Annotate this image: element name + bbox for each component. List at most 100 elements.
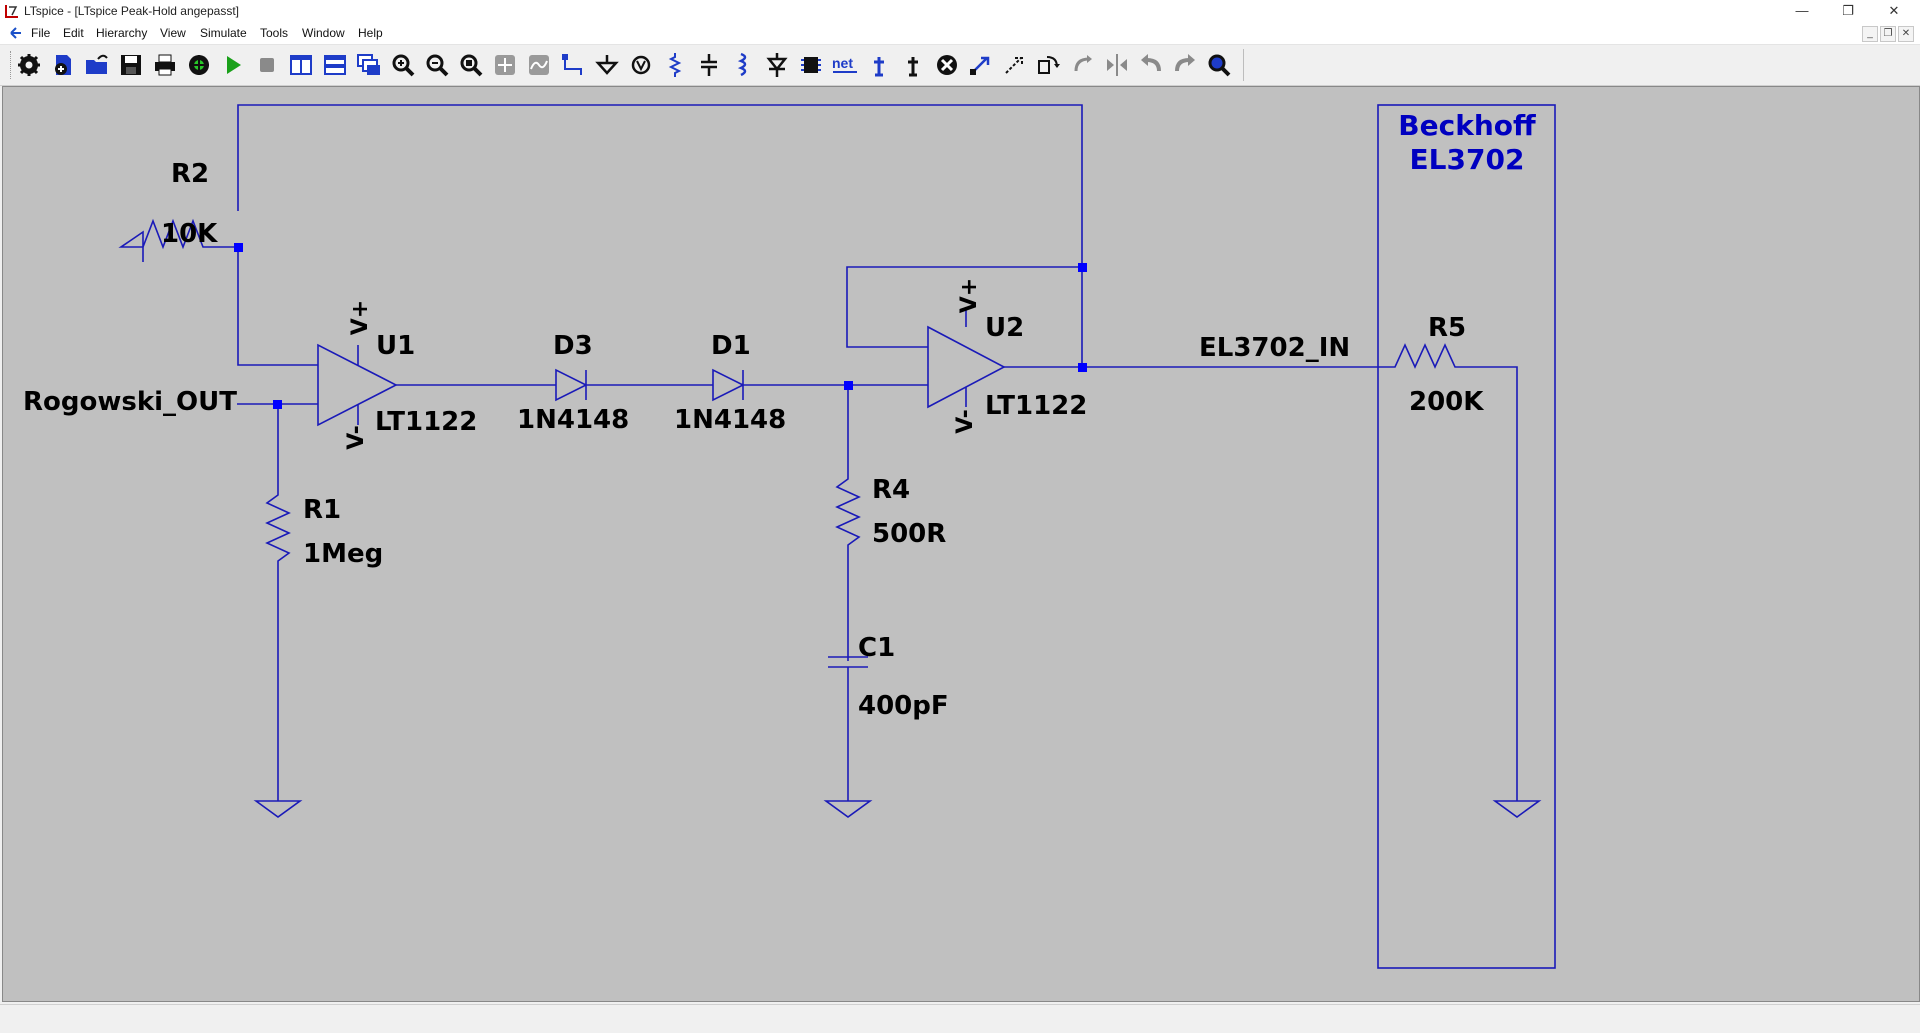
r2-ground-arrow bbox=[118, 230, 144, 262]
d1-diode bbox=[712, 368, 745, 402]
u2-name: U2 bbox=[985, 313, 1025, 343]
c1-ground-symbol bbox=[823, 800, 873, 818]
tile-horizontal-icon[interactable] bbox=[321, 51, 349, 79]
u1-name: U1 bbox=[376, 331, 416, 361]
d3-name: D3 bbox=[553, 331, 593, 361]
pan-icon[interactable] bbox=[491, 51, 519, 79]
net-label-icon[interactable]: net bbox=[831, 51, 859, 79]
mirror-2-icon[interactable] bbox=[1103, 51, 1131, 79]
menu-window[interactable]: Window bbox=[302, 26, 345, 40]
run-play-icon[interactable] bbox=[219, 51, 247, 79]
menu-help[interactable]: Help bbox=[358, 26, 383, 40]
component-icon[interactable] bbox=[797, 51, 825, 79]
zoom-fit-icon[interactable] bbox=[457, 51, 485, 79]
move-icon[interactable] bbox=[967, 51, 995, 79]
junction-input bbox=[273, 400, 282, 409]
wire-u2-feedback bbox=[846, 266, 1082, 348]
halt-icon[interactable] bbox=[253, 51, 281, 79]
run-icon[interactable] bbox=[185, 51, 213, 79]
close-button[interactable]: ✕ bbox=[1888, 3, 1900, 18]
minimize-button[interactable]: — bbox=[1795, 3, 1809, 18]
zoom-in-icon[interactable] bbox=[389, 51, 417, 79]
cascade-icon[interactable] bbox=[355, 51, 383, 79]
menu-simulate[interactable]: Simulate bbox=[200, 26, 247, 40]
d1-model: 1N4148 bbox=[674, 405, 787, 435]
u1-opamp-symbol bbox=[317, 343, 398, 427]
menu-tools[interactable]: Tools bbox=[260, 26, 289, 40]
undo-icon[interactable] bbox=[1137, 51, 1165, 79]
save-icon[interactable] bbox=[117, 51, 145, 79]
u2-vplus: V+ bbox=[957, 277, 983, 314]
menu-file[interactable]: File bbox=[31, 26, 51, 40]
junction-feedback bbox=[1078, 263, 1087, 272]
menu-hierarchy[interactable]: Hierarchy bbox=[96, 26, 148, 40]
inductor-icon[interactable] bbox=[729, 51, 757, 79]
beckhoff-label-line2: EL3702 bbox=[1409, 143, 1525, 176]
u2-model: LT1122 bbox=[985, 391, 1088, 421]
r4-name: R4 bbox=[872, 475, 911, 505]
r1-name: R1 bbox=[303, 495, 342, 525]
r4-value: 500R bbox=[872, 519, 947, 549]
r2-value: 10K bbox=[161, 219, 218, 249]
delete-icon[interactable] bbox=[933, 51, 961, 79]
ltspice-app-icon bbox=[5, 5, 18, 18]
ground-icon[interactable] bbox=[593, 51, 621, 79]
beckhoff-label-line1: Beckhoff bbox=[1398, 109, 1536, 142]
redo-icon[interactable] bbox=[1171, 51, 1199, 79]
control-panel-icon[interactable] bbox=[15, 51, 43, 79]
r1-ground-symbol bbox=[253, 800, 303, 818]
wire-top-feedback bbox=[237, 104, 1083, 367]
u2-vminus: V- bbox=[952, 409, 978, 434]
find-icon[interactable] bbox=[1205, 51, 1233, 79]
beckhoff-label-box: Beckhoff EL3702 bbox=[1381, 109, 1553, 177]
menu-edit[interactable]: Edit bbox=[63, 26, 84, 40]
beckhoff-box bbox=[1377, 104, 1556, 969]
menu-bar: File Edit Hierarchy View Simulate Tools … bbox=[0, 22, 1920, 45]
junction-r2 bbox=[234, 243, 243, 252]
schematic-window-icon bbox=[10, 27, 21, 39]
schematic-drawing bbox=[118, 104, 1556, 969]
net-text: net bbox=[832, 55, 853, 71]
r2-resistor bbox=[142, 218, 238, 250]
r4-resistor bbox=[835, 385, 861, 661]
r5-name: R5 bbox=[1428, 313, 1467, 343]
r5-value: 200K bbox=[1409, 387, 1484, 417]
restore-button[interactable]: ❐ bbox=[1842, 3, 1854, 18]
toolbar-grip[interactable] bbox=[10, 51, 14, 79]
mdi-close-button[interactable]: ✕ bbox=[1898, 26, 1914, 42]
new-schematic-icon[interactable] bbox=[49, 51, 77, 79]
toolbar-end-separator bbox=[1243, 49, 1244, 81]
c1-name: C1 bbox=[858, 633, 896, 663]
text-icon[interactable] bbox=[865, 51, 893, 79]
menu-view[interactable]: View bbox=[160, 26, 186, 40]
d3-model: 1N4148 bbox=[517, 405, 630, 435]
wire-icon[interactable] bbox=[559, 51, 587, 79]
waveform-icon[interactable] bbox=[525, 51, 553, 79]
diode-icon[interactable] bbox=[763, 51, 791, 79]
d3-diode bbox=[555, 368, 588, 402]
resistor-icon[interactable] bbox=[661, 51, 689, 79]
zoom-out-icon[interactable] bbox=[423, 51, 451, 79]
net-flag-icon[interactable] bbox=[627, 51, 655, 79]
drag-icon[interactable] bbox=[1001, 51, 1029, 79]
mdi-restore-button[interactable]: ❐ bbox=[1880, 26, 1896, 42]
net-label-el3702-in: EL3702_IN bbox=[1199, 333, 1351, 363]
print-icon[interactable] bbox=[151, 51, 179, 79]
open-icon[interactable] bbox=[83, 51, 111, 79]
u1-vplus: V+ bbox=[348, 299, 374, 336]
c1-value: 400pF bbox=[858, 691, 949, 721]
junction-r4 bbox=[844, 381, 853, 390]
capacitor-icon[interactable] bbox=[695, 51, 723, 79]
u1-model: LT1122 bbox=[375, 407, 478, 437]
mirror-icon[interactable] bbox=[1069, 51, 1097, 79]
r5-ground-symbol bbox=[1492, 800, 1542, 818]
spice-directive-icon[interactable] bbox=[899, 51, 927, 79]
d1-name: D1 bbox=[711, 331, 751, 361]
r5-resistor bbox=[1382, 343, 1518, 801]
schematic-canvas[interactable]: Beckhoff EL3702 R2 10K U1 LT1122 V+ V- R… bbox=[2, 86, 1920, 1002]
rotate-icon[interactable] bbox=[1035, 51, 1063, 79]
tile-vertical-icon[interactable] bbox=[287, 51, 315, 79]
mdi-minimize-button[interactable]: _ bbox=[1862, 26, 1878, 42]
r2-name: R2 bbox=[171, 159, 210, 189]
u1-vminus: V- bbox=[343, 425, 369, 450]
